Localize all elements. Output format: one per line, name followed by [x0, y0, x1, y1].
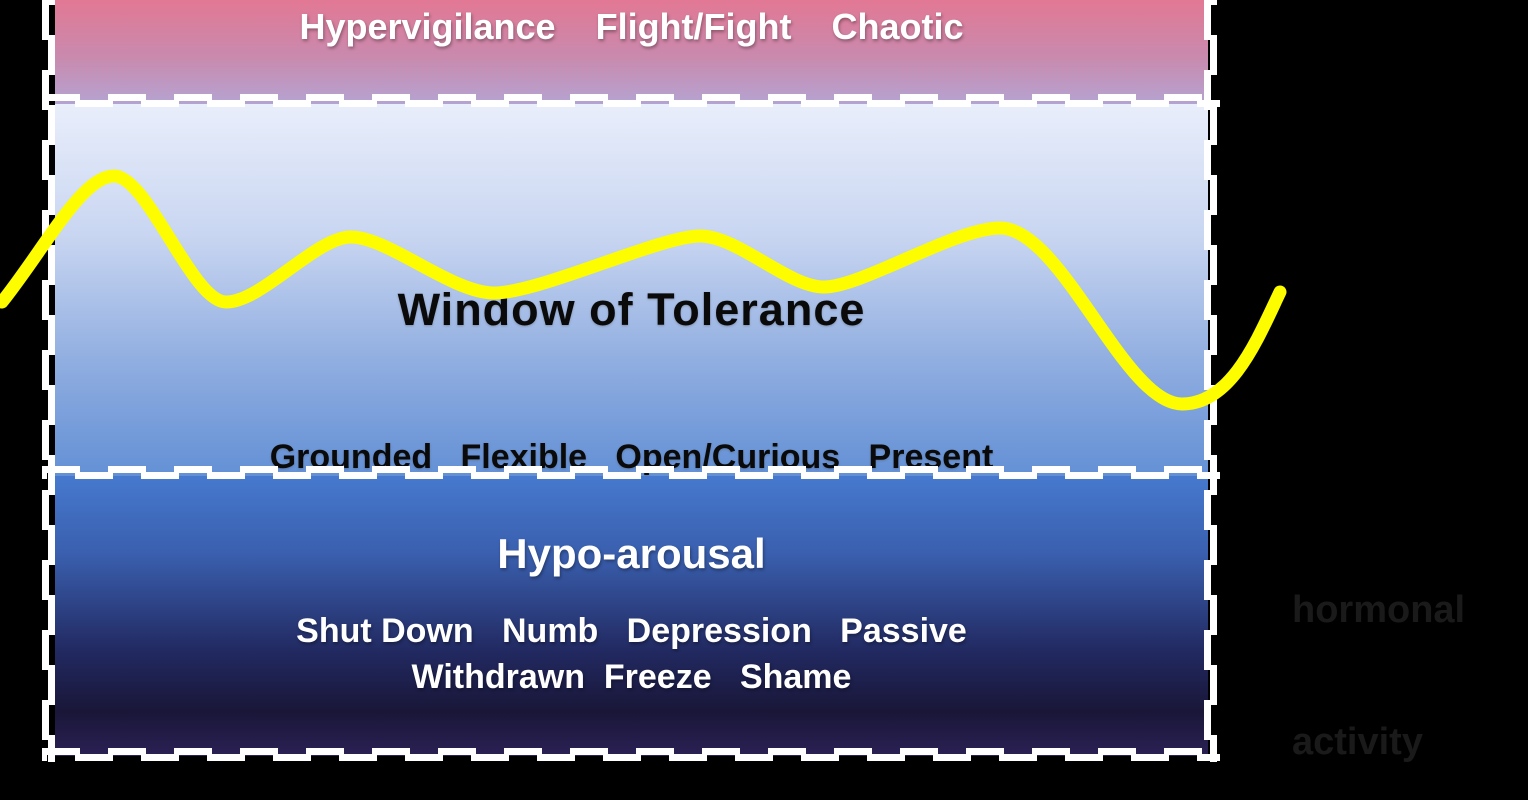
window-descriptors-line1: Grounded Flexible Open/Curious Present — [269, 438, 994, 476]
side-label-line2: activity — [1292, 721, 1423, 763]
window-of-tolerance-title: Window of Tolerance — [397, 284, 866, 335]
window-of-tolerance-zone: Window of Tolerance Grounded Flexible Op… — [55, 104, 1208, 520]
side-label-line1: hormonal — [1292, 589, 1466, 631]
dashed-separator-hyper-window — [42, 94, 1220, 107]
dashed-border-right — [1204, 0, 1217, 762]
hypoarousal-title: Hypo-arousal — [497, 530, 766, 577]
dashed-border-bottom — [42, 748, 1220, 761]
hyperarousal-descriptors: Hypervigilance Flight/Fight Chaotic — [299, 6, 964, 47]
hypoarousal-descriptors-line2: Withdrawn Freeze Shame — [411, 658, 852, 696]
hyperarousal-zone: Hypervigilance Flight/Fight Chaotic — [55, 0, 1208, 104]
dashed-separator-window-hypo — [42, 466, 1220, 479]
dashed-border-left — [42, 0, 55, 762]
hypoarousal-descriptors-line1: Shut Down Numb Depression Passive — [296, 612, 967, 650]
hypoarousal-zone: Hypo-arousal Shut Down Numb Depression P… — [55, 476, 1208, 756]
side-label-hormonal-activity: hormonal activity — [1292, 500, 1465, 800]
